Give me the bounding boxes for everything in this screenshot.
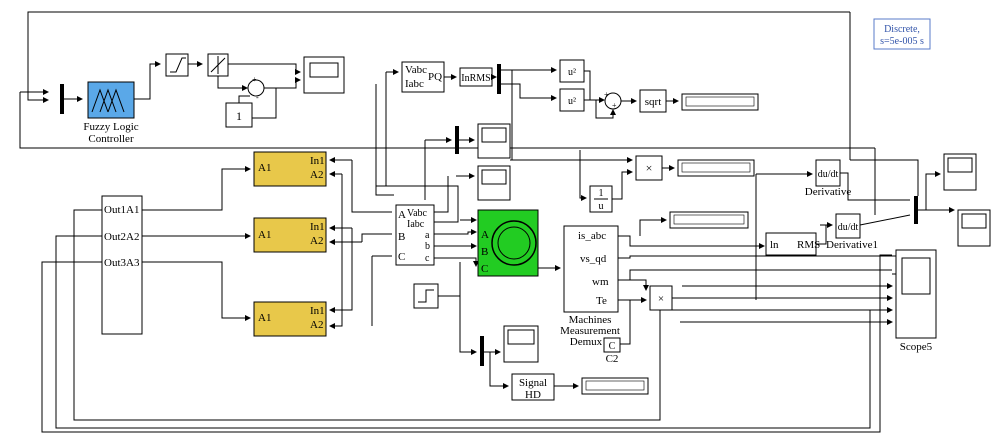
scope-derivative-a[interactable] [943,153,977,191]
pq-out: PQ [428,71,442,83]
square-a-label: u² [568,67,576,78]
scope-derivative-b[interactable] [957,209,991,247]
yb3-in1: In1 [310,305,325,317]
vi-vabc: Vabc [407,208,428,219]
out-p2: Out2A2 [104,231,139,243]
sum-sign-3: + [604,90,609,99]
induction-machine-block[interactable]: A B C [477,209,539,277]
yellow-block-2[interactable]: A1 In1 A2 [253,217,327,253]
derivative1-block[interactable] [835,213,861,239]
vi-iabc: Iabc [407,219,425,230]
pq-in2: Iabc [405,78,424,90]
inrms-label: InRMS [461,73,490,84]
derivative-label: du/dt [818,169,839,180]
signal-hd-l2: HD [525,389,541,401]
yb2-in1: In1 [310,221,325,233]
yellow-block-1[interactable]: A1 In1 A2 [253,151,327,187]
fuzzy-name2: Controller [88,133,134,145]
display-product-top[interactable] [677,159,755,177]
yb1-in2: A2 [310,169,323,181]
pq-block[interactable]: Vabc Iabc PQ [401,61,445,93]
scope-bottom[interactable] [503,325,539,363]
machine-C: C [481,263,488,275]
yellow-block-3[interactable]: A1 In1 A2 [253,301,327,337]
yb1-in1: In1 [310,155,325,167]
out-p3: Out3A3 [104,257,140,269]
square-b-label: u² [568,96,576,107]
recip-den: u [599,201,604,212]
derivative-name: Derivative [805,186,852,198]
scope5-block[interactable]: Scope5 [895,249,937,353]
product-mid-label: × [658,293,664,305]
machines-measurement-demux-block[interactable]: is_abc vs_qd wm Te Machines Measurement … [560,225,620,348]
mux-mid[interactable] [455,126,459,154]
mmd-name3: Demux [570,336,603,348]
vi-C: C [398,251,405,263]
mmd-vs-qd: vs_qd [580,253,607,265]
ln-label: ln [770,239,779,251]
sim-type-label: Discrete, [884,24,920,35]
vi-B: B [398,231,405,243]
step-source-block[interactable] [413,283,439,309]
derivative1-label: du/dt [838,222,859,233]
machine-A: A [481,229,489,241]
signal-hd-block[interactable]: Signal HD [511,373,555,401]
mux-bottom[interactable] [480,336,484,366]
demux-pq[interactable] [497,64,501,94]
yb1-left: A1 [258,162,271,174]
mmd-name1: Machines [569,314,612,326]
saturation-block[interactable] [165,53,189,77]
vi-measurement-block[interactable]: A B C Vabc Iabc a b c [395,204,435,266]
scope-mid-1[interactable] [477,123,511,159]
vi-b: b [425,241,430,252]
vi-A: A [398,209,406,221]
mux-derivative[interactable] [914,196,918,224]
output-distributor-block[interactable]: Out1A1 Out2A2 Out3A3 [101,195,143,335]
goto-c2-name: C2 [606,353,619,365]
machine-B: B [481,246,488,258]
recip-num: 1 [599,188,604,199]
yb3-in2: A2 [310,319,323,331]
vi-c: c [425,253,430,264]
yb3-left: A1 [258,312,271,324]
sim-step-label: s=5e-005 s [880,36,924,47]
rms2-label: RMS [797,239,820,251]
simulation-settings-block[interactable]: Discrete, s=5e-005 s [873,18,931,50]
goto-c2-block[interactable] [603,337,621,353]
scope-mid-2[interactable] [477,165,511,201]
mmd-te: Te [596,295,607,307]
fuzzy-name: Fuzzy Logic [83,121,138,133]
sum-sign-4: + [612,101,617,110]
derivative1-name: Derivative1 [826,239,878,251]
sum-sign-2: - [256,93,259,102]
mmd-name2: Measurement [560,325,620,337]
signal-hd-l1: Signal [519,377,547,389]
display-mmd[interactable] [669,211,749,229]
pq-in1: Vabc [405,64,427,76]
scope5-label: Scope5 [900,341,933,353]
goto-c2-label: C [609,341,616,352]
vi-a: a [425,230,430,241]
constant-one-label: 1 [236,109,242,123]
yb2-in2: A2 [310,235,323,247]
mux-fuzzy[interactable] [60,84,64,114]
scope-fuzzy[interactable] [303,56,345,94]
sqrt-label: sqrt [645,96,662,108]
out-p1: Out1A1 [104,204,139,216]
display-sqrt[interactable] [681,93,759,111]
mmd-is-abc: is_abc [578,230,606,242]
yb2-left: A1 [258,229,271,241]
mmd-wm: wm [592,276,609,288]
sum-sign-1: + [252,75,257,84]
constant-one-block[interactable] [225,102,253,128]
display-bottom[interactable] [581,377,649,395]
fuzzy-logic-controller-block[interactable]: Fuzzy Logic Controller [83,81,139,145]
product-top-label: × [646,161,653,175]
